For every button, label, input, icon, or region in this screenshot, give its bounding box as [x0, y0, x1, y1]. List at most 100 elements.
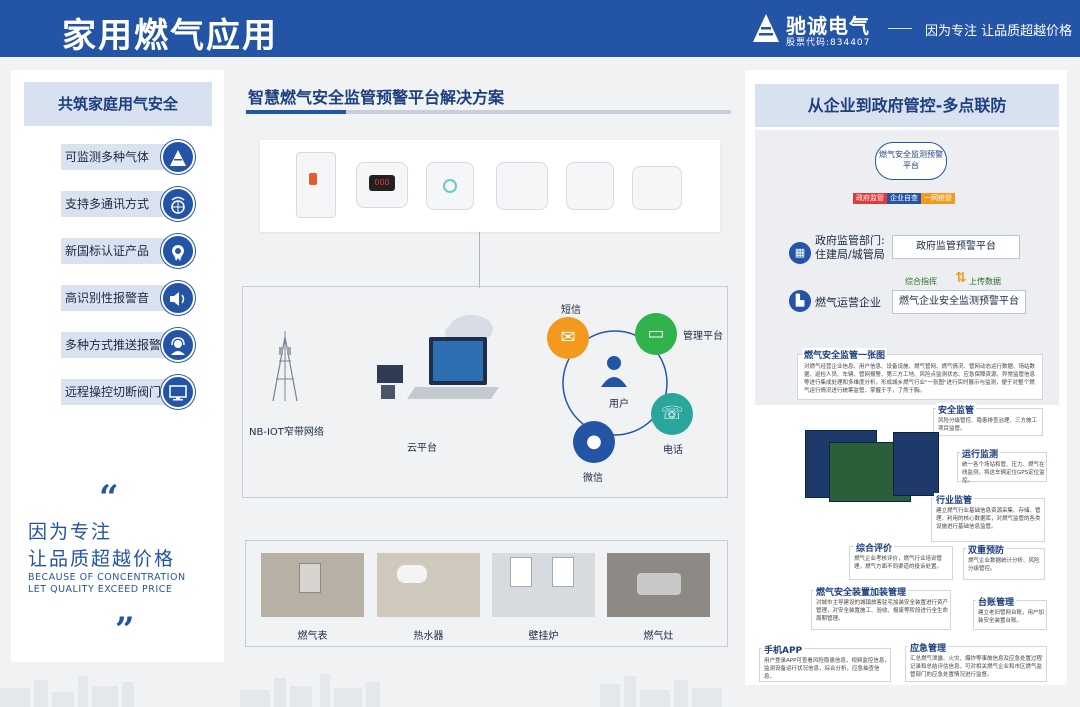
network-label: NB-IOT窄带网络: [249, 427, 324, 438]
solution-title: 智慧燃气安全监管预警平台解决方案: [248, 88, 505, 107]
gas-meter-image: [261, 553, 364, 617]
motto-line-1: 因为专注: [28, 521, 113, 543]
ent-platform-box: 燃气企业安全监测预警平台: [892, 290, 1026, 314]
feature-item: 新国标认证产品: [49, 234, 197, 268]
header-bar: 家用燃气应用 驰诚电气 股票代码:834407 因为专注 让品质超越价格: [0, 0, 1080, 57]
water-heater-image: [377, 553, 480, 617]
round-detector-image: [426, 162, 474, 210]
double-title: 双重预防: [966, 543, 1007, 556]
wall-boiler-image: [492, 553, 595, 617]
user-label: 用户: [609, 399, 629, 410]
overview-title: 燃气安全监管一张图: [802, 348, 888, 361]
product-label: 壁挂炉: [528, 631, 559, 642]
cloud-platform-icon: [377, 315, 499, 399]
monitoring-cloud: 燃气安全监测预警平台: [875, 142, 947, 180]
motto-english-2: LET QUALITY EXCEED PRICE: [28, 584, 173, 595]
overview-section: 燃气安全监管一张图 对燃气经营企业信息、用户信息、设备设施、燃气管网、燃气情况、…: [797, 348, 1043, 400]
safety-section: 安全监管 风险分级管控、隐患排查治理、三方施工项目监管。: [933, 403, 1043, 436]
tag-unified: 一网统管: [921, 193, 955, 204]
command-label: 综合指挥: [905, 277, 937, 286]
quote-close-icon: ”: [115, 610, 135, 650]
left-panel-title: 共筑家庭用气安全: [24, 82, 212, 126]
exchange-arrows-icon: ⇅: [955, 270, 967, 286]
double-section: 双重预防 燃气企业数据统计分析、风险分级管控。: [963, 543, 1045, 580]
phone-icon: ☏: [651, 393, 693, 435]
platform-diagram: NB-IOT窄带网络 云平台 用户 ✉ 短信 ▭ 管理平台 ☏ 电话 ● 微信: [242, 286, 728, 498]
detector-products-strip: 000: [260, 140, 720, 232]
logo-icon: [161, 140, 195, 174]
app-section: 手机APP 用户登录APP可查看风险隐患信息，视频监控信息，监测设备运行状况信息…: [759, 643, 891, 682]
brand-name: 驰诚电气: [786, 14, 870, 38]
feature-item: 高识别性报警音: [49, 281, 197, 315]
app-text: 用户登录APP可查看风险隐患信息，视频监控信息，监测设备运行状况信息，综合分析，…: [764, 658, 890, 680]
slim-detector-image: [632, 166, 682, 210]
double-text: 燃气企业数据统计分析、风险分级管控。: [968, 558, 1040, 572]
feature-item: 支持多通讯方式: [49, 187, 197, 221]
dashboard-screen-right: [893, 432, 939, 496]
wall-detector-image: [566, 162, 614, 210]
industry-title: 行业监管: [934, 493, 975, 506]
ops-title: 运行监测: [960, 447, 1001, 460]
industry-text: 建立燃气行业基础信息资源采集、存储、管理、利用的核心数据库，对燃气监管的各类设施…: [936, 508, 1041, 530]
app-title: 手机APP: [762, 643, 805, 656]
factory-icon: ▙: [789, 290, 811, 312]
emergency-title: 应急管理: [908, 641, 949, 654]
digital-detector-image: 000: [356, 162, 408, 208]
admin-label: 管理平台: [683, 331, 723, 342]
emergency-section: 应急管理 汇总燃气泄露、火灾、爆炸等事故信息及应急处置过程记录和总结评估信息，可…: [905, 641, 1047, 682]
right-panel: 从企业到政府管控-多点联防 燃气安全监测预警平台 政府监管 企业自查 一网统管 …: [745, 70, 1067, 685]
sms-label: 短信: [561, 305, 581, 316]
motto-english-1: BECAUSE OF CONCENTRATION: [28, 572, 186, 583]
header-divider: [888, 28, 912, 29]
channel-ring: [562, 330, 668, 436]
eval-section: 综合评价 燃气企业考核评价，燃气行业培训管理，燃气方面不同渠道的投诉处置。: [849, 541, 953, 580]
wechat-icon: ●: [573, 421, 615, 463]
tag-gov: 政府监管: [853, 193, 887, 204]
tower-icon: [272, 331, 298, 402]
device-title: 燃气安全装置加装管理: [814, 585, 909, 598]
header-slogan: 因为专注 让品质超越价格: [925, 24, 1073, 39]
stock-code: 股票代码:834407: [786, 38, 871, 48]
safety-title: 安全监管: [936, 403, 977, 416]
brand-logo-icon: [753, 14, 779, 42]
overview-text: 对燃气经营企业信息、用户信息、设备设施、燃气管网、燃气情况、管网动态运行数据、场…: [804, 364, 1036, 394]
phone-label: 电话: [663, 445, 683, 456]
gas-stove-image: [607, 553, 710, 617]
feature-item: 远程操控切断阀门: [49, 375, 197, 409]
ledger-title: 台账管理: [976, 595, 1017, 608]
user-icon: [601, 356, 627, 387]
speaker-icon: [161, 281, 195, 315]
product-label: 燃气表: [297, 631, 328, 642]
emergency-text: 汇总燃气泄露、火灾、爆炸等事故信息及应急处置过程记录和总结评估信息，可对相关燃气…: [910, 656, 1043, 678]
safety-text: 风险分级管控、隐患排查治理、三方施工项目监管。: [938, 418, 1038, 432]
tag-enterprise: 企业自查: [887, 193, 921, 204]
device-text: 对城市主导建设的城镇旅客驻宅加装安全装置进行资产管理，对安全装置施工、验收、报废…: [816, 600, 949, 622]
monitor-icon: [161, 375, 195, 409]
gov-platform-box: 政府监管预警平台: [892, 235, 1020, 259]
left-panel: 共筑家庭用气安全 可监测多种气体 支持多通讯方式 新国标认证产品 高识别性报警音…: [11, 70, 224, 662]
cloud-label: 云平台: [407, 443, 437, 454]
customer-service-icon: [161, 328, 195, 362]
quote-open-icon: “: [99, 478, 119, 518]
sms-icon: ✉: [547, 317, 589, 359]
motto-line-2: 让品质超越价格: [28, 548, 176, 570]
product-label: 燃气灶: [643, 631, 674, 642]
ent-org-label: 燃气运营企业: [815, 296, 881, 309]
wechat-label: 微信: [583, 473, 603, 484]
connector-line: [479, 232, 480, 288]
square-detector-image: [496, 162, 548, 210]
ledger-section: 台账管理 建立老旧管网台账，用户加装安全装置台账。: [973, 595, 1047, 630]
ops-text: 统一各个场站和管、压力、燃气在线监测，将这车辆定位GPS定位监控。: [962, 462, 1045, 484]
feature-label: 新国标认证产品: [61, 238, 181, 264]
feature-label: 高识别性报警音: [61, 285, 181, 311]
device-section: 燃气安全装置加装管理 对城市主导建设的城镇旅客驻宅加装安全装置进行资产管理，对安…: [811, 585, 951, 630]
ledger-text: 建立老旧管网台账，用户加装安全装置台账。: [978, 610, 1045, 624]
ops-section: 运行监测 统一各个场站和管、压力、燃气在线监测，将这车辆定位GPS定位监控。: [957, 447, 1047, 484]
feature-item: 多种方式推送报警: [49, 328, 197, 362]
plug-detector-image: [296, 152, 336, 218]
right-panel-title: 从企业到政府管控-多点联防: [755, 84, 1059, 127]
government-icon: ▦: [789, 242, 811, 264]
product-label: 热水器: [413, 631, 444, 642]
city-skyline-decoration: [0, 674, 722, 707]
certificate-icon: [161, 234, 195, 268]
